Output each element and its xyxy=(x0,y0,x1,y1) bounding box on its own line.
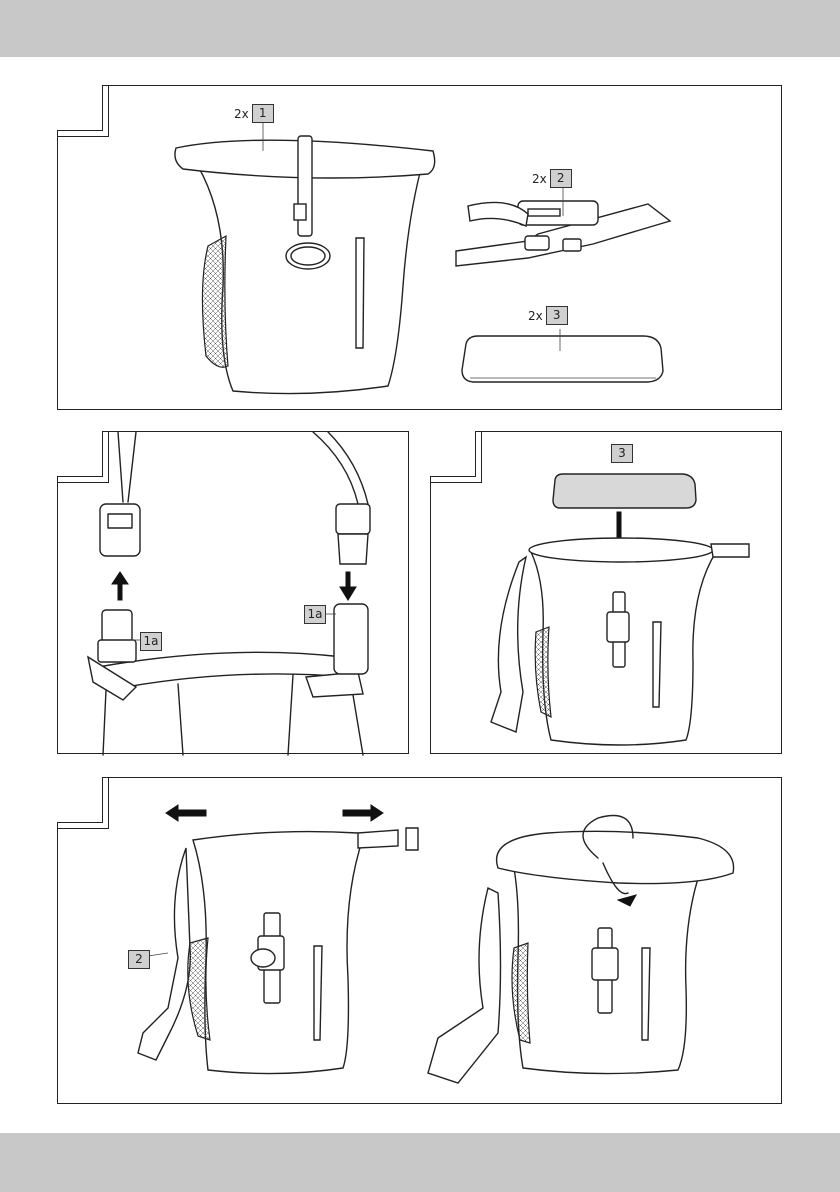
callout-number: 1a xyxy=(304,605,326,624)
bag-top-illustration xyxy=(88,652,363,755)
callout-qty: 2x xyxy=(532,172,547,186)
right-buckle-illustration xyxy=(313,432,370,674)
pad-illustration xyxy=(553,474,696,508)
panel-4-illustration xyxy=(58,778,783,1105)
figure-panel-2: 1a 1a xyxy=(57,431,409,754)
callout-part-3: 3 xyxy=(611,444,633,463)
bag-illustration xyxy=(491,538,749,745)
left-buckle-illustration xyxy=(98,432,140,662)
callout-qty: 2x xyxy=(528,309,543,323)
callout-number: 1 xyxy=(252,104,274,123)
figure-panel-1: 2x 1 2x 2 2x 3 xyxy=(57,85,782,410)
panel-1-illustration xyxy=(58,86,783,411)
header-band xyxy=(0,0,840,57)
panel-2-illustration xyxy=(58,432,410,755)
figure-panel-4: 2 xyxy=(57,777,782,1104)
callout-part-1: 2x 1 xyxy=(234,104,274,123)
arrow-left xyxy=(166,805,206,821)
callout-part-2: 2x 2 xyxy=(532,169,572,188)
callout-number: 3 xyxy=(546,306,568,325)
bag-illustration xyxy=(175,136,435,394)
callout-number: 1a xyxy=(140,632,162,651)
bag-right-illustration xyxy=(428,816,734,1084)
panel-3-illustration xyxy=(431,432,783,755)
callout-number: 2 xyxy=(550,169,572,188)
bag-left-illustration xyxy=(138,828,418,1074)
callout-part-1a-left: 1a xyxy=(140,632,162,651)
callout-part-1a-right: 1a xyxy=(304,605,326,624)
arrow-right xyxy=(343,805,383,821)
callout-part-3: 2x 3 xyxy=(528,306,568,325)
callout-number: 3 xyxy=(611,444,633,463)
footer-band xyxy=(0,1133,840,1192)
callout-part-2: 2 xyxy=(128,950,150,969)
callout-number: 2 xyxy=(128,950,150,969)
figure-panel-3: 3 xyxy=(430,431,782,754)
callout-qty: 2x xyxy=(234,107,249,121)
pad-illustration xyxy=(462,336,663,382)
